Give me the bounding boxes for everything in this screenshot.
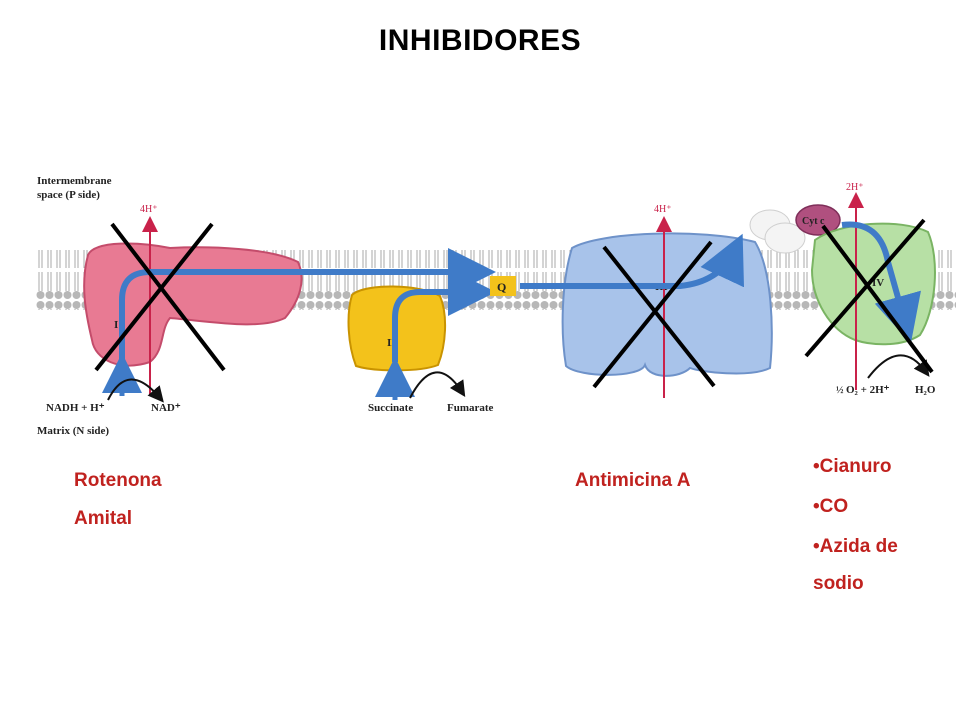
cyt-c — [795, 204, 841, 236]
nad-label: NAD⁺ — [151, 402, 181, 414]
inhibitors-complex-i: Rotenona Amital — [74, 470, 162, 546]
complex-iii — [561, 232, 773, 377]
oxygen-fraction: ½ — [836, 385, 844, 396]
inhibitor-rotenona: Rotenona — [74, 470, 162, 491]
fumarate-label: Fumarate — [447, 402, 494, 414]
inhibition-cross-i-a — [110, 222, 226, 372]
matrix-label: Matrix (N side) — [37, 425, 109, 437]
proton-label-iii: 4H⁺ — [654, 204, 672, 215]
inhibitor-azida-cont: sodio — [813, 573, 864, 595]
succinate-label: Succinate — [368, 402, 413, 414]
inhibitor-azida: •Azida de — [813, 535, 898, 557]
inhibitor-antimicina: Antimicina A — [575, 470, 691, 491]
cyt-c-ghost-2 — [764, 222, 806, 254]
inhibition-cross-iii-a — [602, 245, 716, 388]
proton-label-iv: 2H⁺ — [846, 182, 864, 193]
inhibitor-cianuro: •Cianuro — [813, 456, 892, 477]
water-label: H₂O — [915, 384, 936, 396]
inhibition-cross-iii-b — [592, 240, 713, 389]
inhibitor-co: •CO — [813, 495, 849, 517]
complex-ii-label: II — [387, 337, 396, 349]
intermembrane-label-2: space (P side) — [37, 189, 100, 201]
proton-label-i: 4H⁺ — [140, 204, 158, 215]
inhibition-cross-i-b — [94, 222, 214, 372]
nadh-curve — [107, 378, 164, 403]
oxygen-label: O₂ + 2H⁺ — [846, 384, 890, 396]
inhibitors-complex-iv: •Cianuro •CO •Azida de sodio — [813, 456, 898, 611]
complex-iv-label: IV — [872, 277, 884, 289]
oxygen-curve — [867, 354, 930, 379]
inhibitors-complex-iii: Antimicina A — [575, 470, 690, 508]
electron-arrow-ii — [392, 268, 496, 362]
ubiquinone-box — [490, 276, 516, 296]
q-label: Q — [497, 280, 506, 294]
nadh-label: NADH + H⁺ — [46, 402, 105, 414]
slide-title: INHIBIDORES — [378, 24, 582, 57]
inhibition-cross-iv-a — [821, 224, 934, 374]
succinate-curve — [409, 371, 466, 399]
inhibition-cross-iv-b — [804, 218, 926, 358]
cyt-c-label: Cyt c — [802, 216, 825, 227]
intermembrane-label: Intermembrane — [37, 175, 112, 187]
electron-arrow-q — [520, 233, 744, 289]
complex-i — [83, 242, 303, 367]
inhibitor-amital: Amital — [74, 507, 133, 529]
complex-i-label: I — [114, 319, 118, 331]
